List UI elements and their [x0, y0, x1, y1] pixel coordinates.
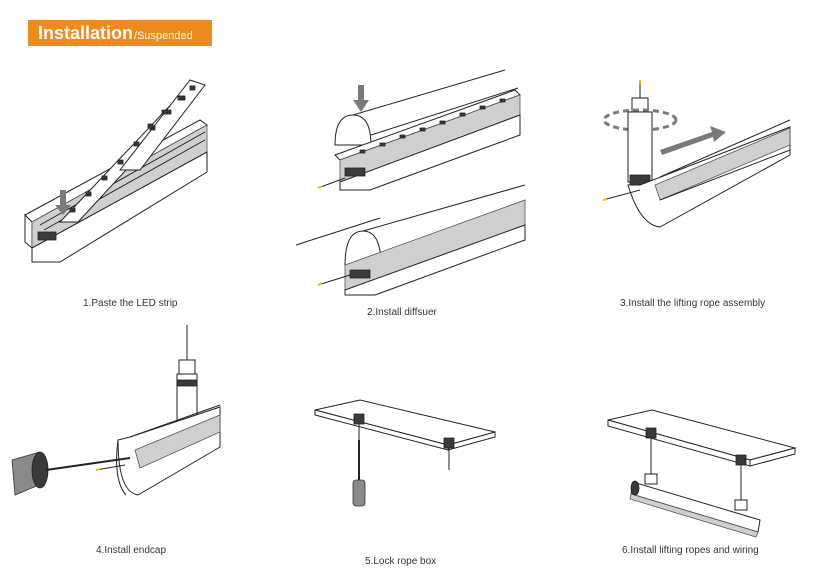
step-3-caption: 3.Install the lifting rope assembly — [620, 298, 766, 309]
banner-subtitle: /Suspended — [134, 30, 193, 42]
step-4-caption: 4.Install endcap — [96, 545, 167, 556]
step-6-caption: 6.Install lifting ropes and wiring — [622, 545, 759, 556]
banner-title: Installation — [38, 23, 134, 43]
installation-banner: Installation /Suspended — [28, 20, 212, 46]
step-2-caption: 2.Install diffsuer — [367, 307, 437, 318]
step-1-caption: 1.Paste the LED strip — [83, 298, 178, 309]
step-5-caption: 5.Lock rope box — [365, 556, 437, 567]
